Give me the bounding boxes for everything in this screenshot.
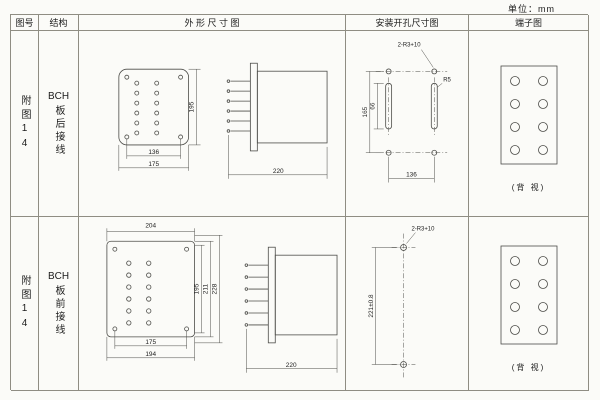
dim-inner-width-136: 136 [126,138,181,159]
terminal-cell-row1: (背 视) [469,31,589,217]
dim-height-195: 195 [194,244,205,333]
dim-label: 136 [406,171,417,178]
dim-label: 195 [194,283,201,294]
dim-depth-220: 220 [246,328,338,373]
cutout-features [391,233,416,378]
front-view [118,68,189,145]
hole-note: 2-R3+10 [406,226,435,244]
dim-label: 165 [362,106,369,117]
dim-label: 228 [211,283,218,294]
structure-prefix: BCH [47,270,70,282]
dim-depth-220: 220 [228,134,328,179]
outline-cell-row2: 204 175 [79,217,346,391]
figure-no-text: 附图14 [19,274,30,333]
dim-width-175: 175 [114,330,187,349]
header-terminal-diagram: 端子图 [469,15,589,31]
dim-label: 136 [148,148,159,155]
dim-label: 195 [189,101,196,112]
install-cell-row1: 2-R3+10 R5 165 66 [346,31,469,217]
header-install-dims: 安装开孔尺寸图 [346,15,469,31]
header-figure-no: 图号 [11,15,39,31]
front-view [106,240,195,337]
dim-top-204: 204 [106,222,195,241]
dim-label: 66 [370,102,377,110]
dim-label: 220 [286,361,297,368]
dim-height-211: 211 [194,240,214,337]
dim-height-221: 221±0.8 [368,246,398,365]
header-outline-dims: 外 形 尺 寸 图 [79,15,346,31]
dim-width-175: 175 [118,144,189,171]
structure-suffix: 板前接线 [53,284,64,337]
hole-note: 2-R3+10 [398,42,434,68]
dim-height-165: 165 [362,70,384,153]
dim-slot-66: 66 [370,82,384,129]
outline-drawing-rear-wiring: 195 136 175 [118,62,328,179]
outline-drawing-front-wiring: 204 175 [106,222,338,373]
dimension-table: 图号 结构 外 形 尺 寸 图 安装开孔尺寸图 端子图 附图14 BCH 板后接… [10,14,589,391]
cutout-features [375,68,448,156]
dim-height-195: 195 [189,68,201,145]
structure-row1: BCH 板后接线 [39,31,79,217]
drill-note: 2-R3+10 [398,42,422,48]
dim-label: 221±0.8 [368,293,375,317]
side-view [226,62,328,151]
dim-label: 175 [145,338,156,345]
install-drawing-rear-wiring: 2-R3+10 R5 165 66 [362,42,451,183]
figure-no-row1: 附图14 [11,31,39,217]
structure-prefix: BCH [47,90,70,102]
dim-width-194: 194 [106,336,195,361]
dim-width-136: 136 [388,156,435,183]
unit-label: 单位：mm [508,4,555,14]
side-view [244,246,338,343]
dim-height-228: 228 [194,234,223,343]
structure-row2: BCH 板前接线 [39,217,79,391]
dim-label: 220 [273,167,284,174]
dim-label: 194 [145,350,156,357]
drill-note: 2-R3+10 [411,226,435,232]
radius-note: R5 [437,77,451,87]
terminal-diagram-rear [500,65,557,165]
terminal-diagram-front [500,245,557,345]
figure-no-row2: 附图14 [11,217,39,391]
terminal-caption: (背 视) [511,183,546,192]
dim-label: 211 [203,283,210,294]
structure-suffix: 板后接线 [53,104,64,157]
install-cell-row2: 2-R3+10 221±0.8 [346,217,469,391]
header-structure: 结构 [39,15,79,31]
outline-cell-row1: 195 136 175 [79,31,346,217]
terminal-cell-row2: (背 视) [469,217,589,391]
figure-no-text: 附图14 [19,94,30,153]
dim-label: 175 [148,160,159,167]
dim-label: 204 [145,222,156,229]
install-drawing-front-wiring: 2-R3+10 221±0.8 [368,226,435,378]
terminal-caption: (背 视) [511,363,546,372]
radius-note-text: R5 [443,77,451,83]
